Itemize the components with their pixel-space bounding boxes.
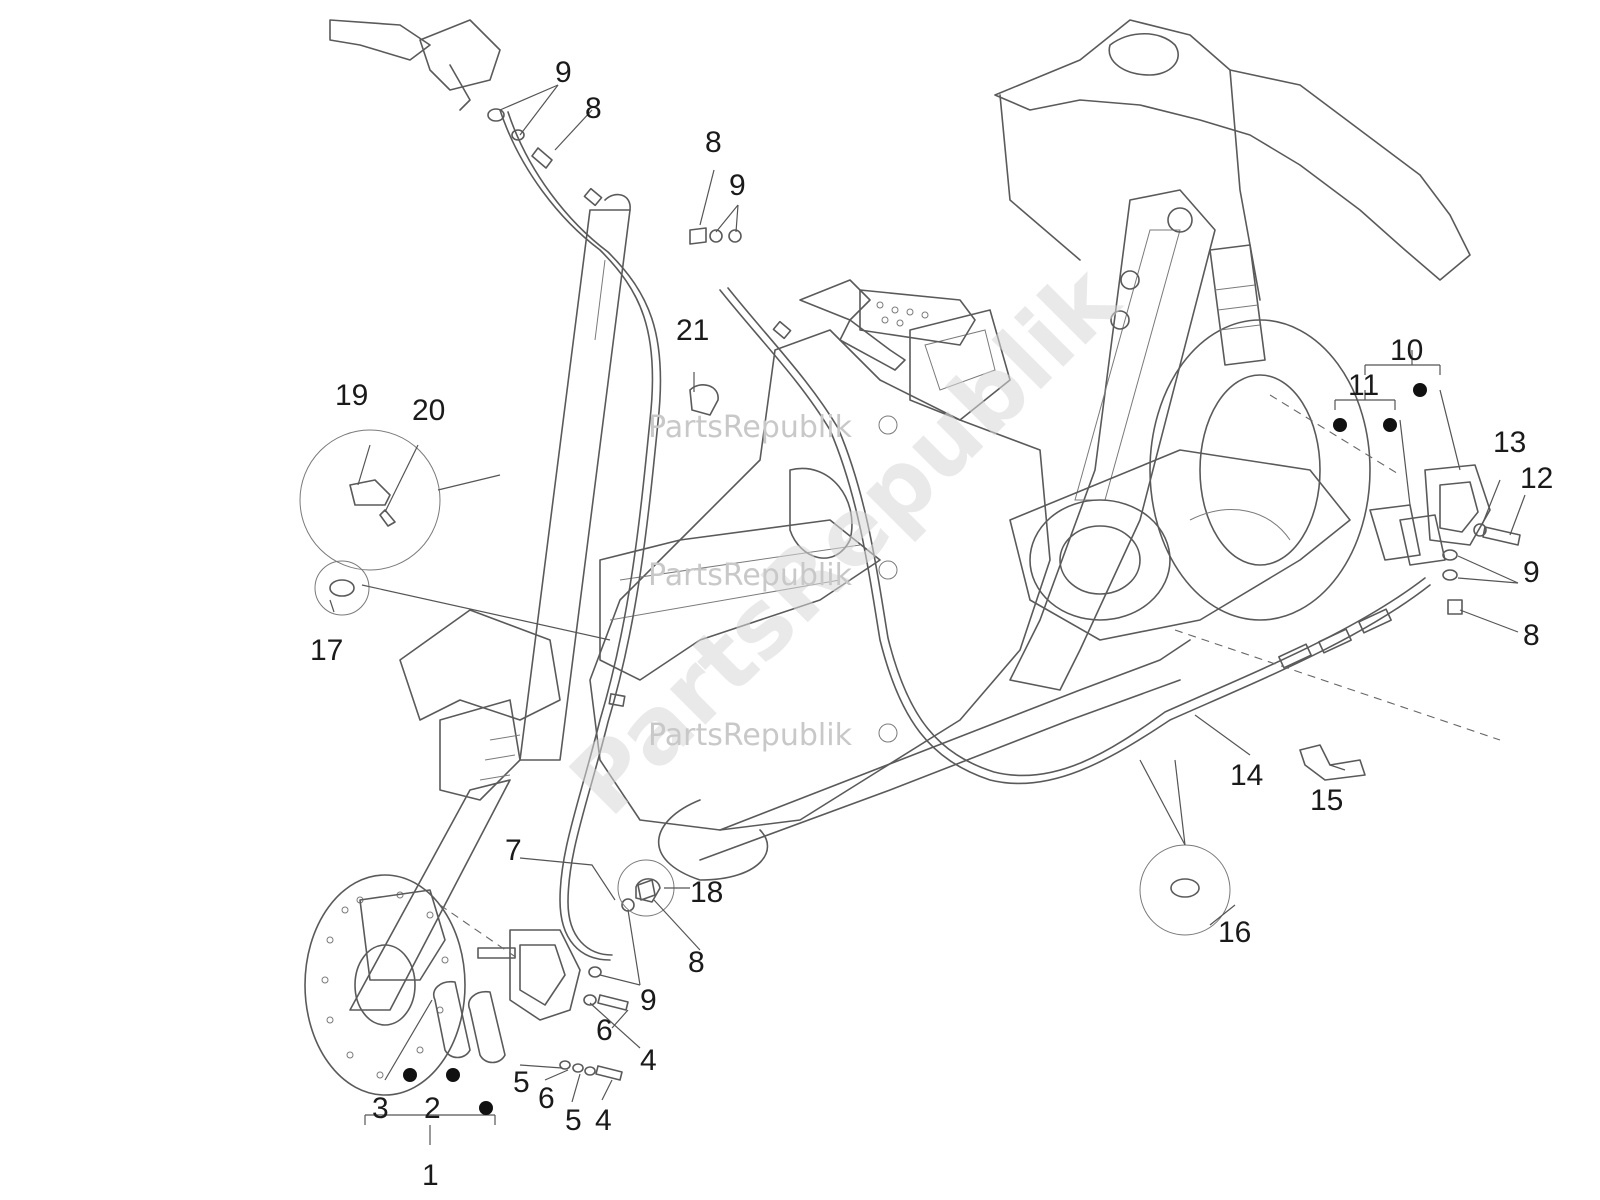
callout-6: 6: [596, 1014, 613, 1047]
callout-13: 13: [1493, 426, 1526, 459]
callout-15: 15: [1310, 784, 1343, 817]
callout-9: 9: [555, 56, 572, 89]
leader-lines: [329, 84, 1526, 1145]
rear-caliper: [1369, 464, 1491, 566]
callout-9: 9: [640, 984, 657, 1017]
callout-11: 11: [1348, 369, 1379, 402]
callout-2: 2: [424, 1092, 441, 1125]
left-brake-lever: [329, 19, 501, 111]
callout-12: 12: [1520, 462, 1553, 495]
callout-3: 3: [372, 1092, 389, 1125]
watermark: PartsRepublik PartsRepublik PartsRepubli…: [550, 245, 1140, 835]
detail-circles: [299, 429, 1231, 936]
callout-16: 16: [1218, 916, 1251, 949]
callout-numbers: 9 8 8 9 21 19 20 17 7 18 8 9 6 4 5 6 5 4…: [310, 56, 1553, 1192]
watermark-text-3: PartsRepublik: [648, 718, 853, 753]
front-caliper: [433, 929, 629, 1081]
callout-8: 8: [688, 946, 705, 979]
callout-10: 10: [1390, 334, 1423, 367]
callout-8: 8: [585, 92, 602, 125]
scooter-frame: [304, 19, 1471, 1096]
callout-8: 8: [705, 126, 722, 159]
callout-8: 8: [1523, 619, 1540, 652]
brake-hoses: [499, 109, 1431, 961]
callout-19: 19: [335, 379, 368, 412]
callout-17: 17: [310, 634, 343, 667]
assembly-guides: [439, 394, 1501, 961]
callout-5: 5: [565, 1104, 582, 1137]
right-brake-lever: [799, 279, 976, 371]
callout-21: 21: [676, 314, 709, 347]
callout-9: 9: [1523, 556, 1540, 589]
kit-dots: [403, 383, 1427, 1115]
watermark-text-2: PartsRepublik: [648, 558, 853, 593]
small-parts: [635, 384, 1366, 903]
callout-1: 1: [422, 1159, 439, 1192]
callout-4: 4: [595, 1104, 612, 1137]
banjo-fittings: [487, 108, 1521, 978]
callout-9: 9: [729, 169, 746, 202]
callout-4: 4: [640, 1044, 657, 1077]
callout-18: 18: [690, 876, 723, 909]
watermark-gear-icon: [878, 415, 898, 743]
callout-5: 5: [513, 1066, 530, 1099]
callout-6: 6: [538, 1082, 555, 1115]
callout-14: 14: [1230, 759, 1263, 792]
callout-20: 20: [412, 394, 445, 427]
callout-7: 7: [505, 834, 522, 867]
watermark-text-1: PartsRepublik: [648, 410, 853, 445]
